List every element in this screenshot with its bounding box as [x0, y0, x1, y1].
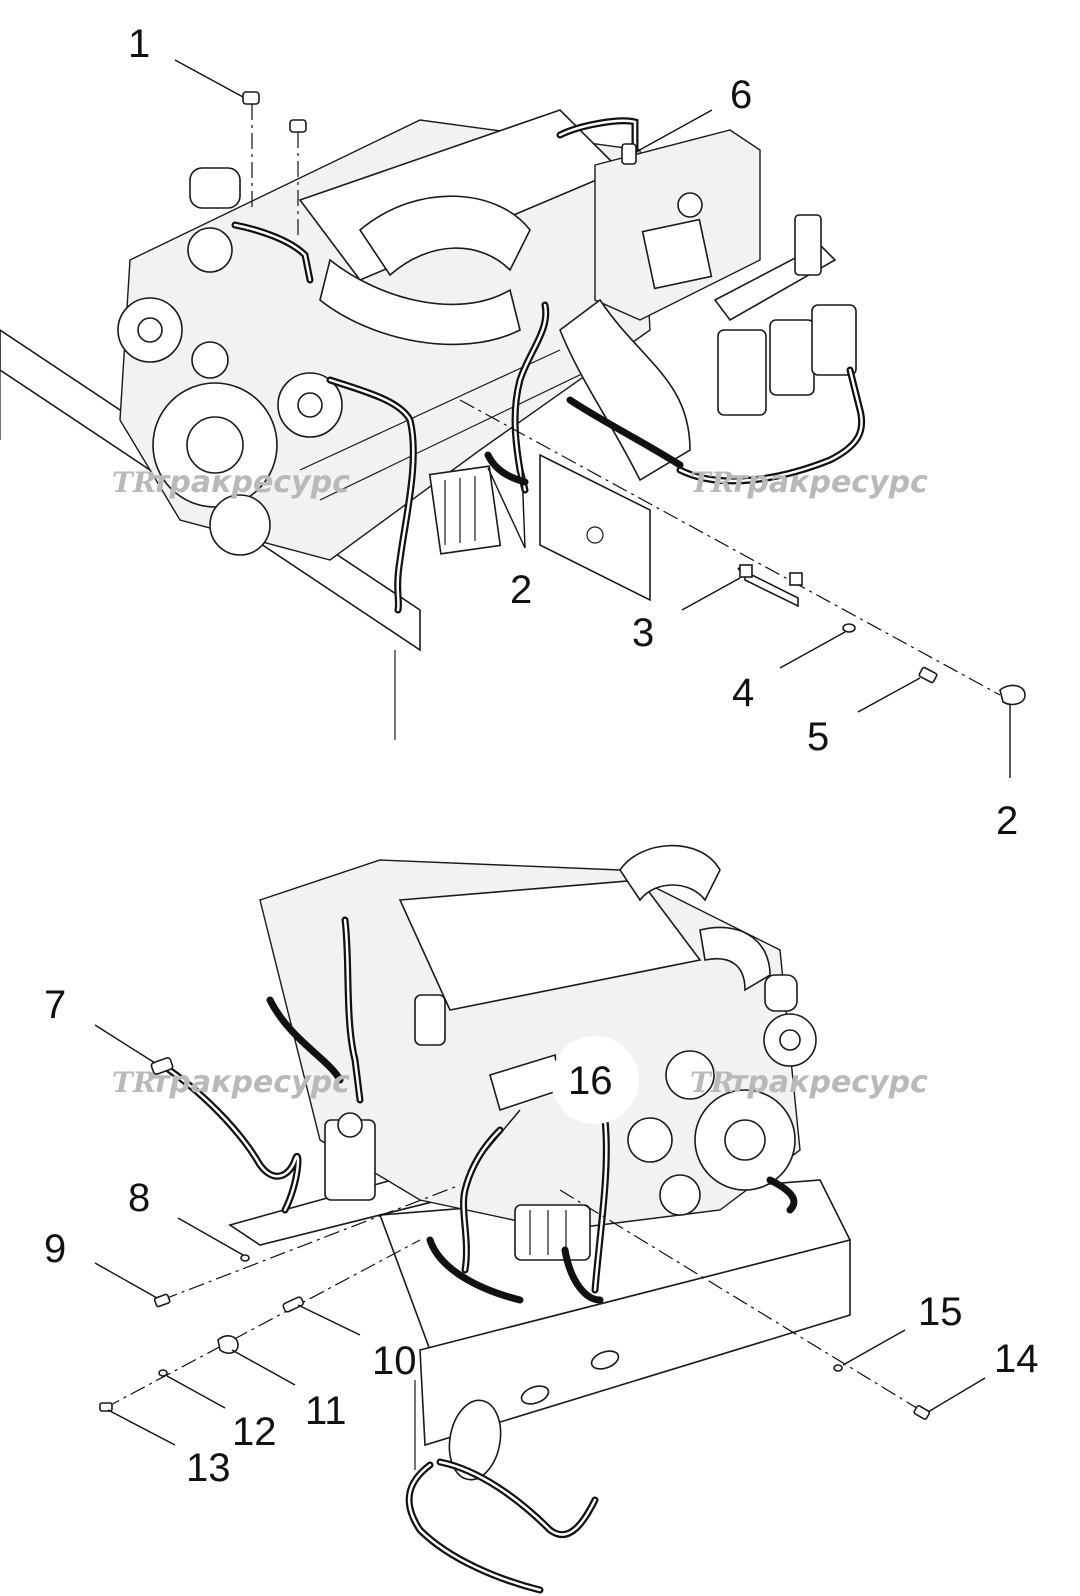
- svg-text:2: 2: [996, 799, 1018, 843]
- svg-text:10: 10: [372, 1339, 417, 1383]
- svg-text:2: 2: [510, 568, 532, 612]
- lower-hoses: [158, 916, 798, 1594]
- lower-turbo-pipes: [619, 844, 798, 1012]
- upper-fuel-filters: [713, 214, 857, 416]
- callout-14: 14: [927, 1337, 1039, 1413]
- svg-text:TR: TR: [112, 466, 156, 499]
- callout-1: 1: [128, 22, 244, 98]
- lower-loose-parts: [99, 1056, 931, 1420]
- svg-text:11: 11: [305, 1389, 347, 1433]
- upper-front-pulleys: [117, 297, 343, 556]
- callout-9: 9: [44, 1227, 158, 1299]
- upper-transmission-block: [559, 129, 761, 482]
- svg-text:7: 7: [44, 983, 66, 1027]
- svg-text:тракресурс: тракресурс: [152, 1065, 350, 1100]
- callout-7: 7: [44, 983, 156, 1064]
- svg-text:15: 15: [918, 1290, 963, 1334]
- callout-8: 8: [128, 1176, 244, 1256]
- callout-10: 10: [297, 1304, 417, 1383]
- callout-2-bottom: 2: [996, 705, 1018, 843]
- upper-hoses: [231, 117, 866, 614]
- svg-text:9: 9: [44, 1227, 66, 1271]
- callout-2-top: 2: [487, 467, 532, 612]
- callout-5: 5: [807, 677, 921, 759]
- svg-text:16: 16: [568, 1059, 613, 1103]
- svg-text:тракресурс: тракресурс: [730, 465, 928, 500]
- lower-engine-block: [259, 859, 801, 1261]
- svg-text:13: 13: [186, 1446, 231, 1490]
- watermark-bottom-left: TR тракресурс: [112, 1065, 350, 1100]
- callout-11: 11: [231, 1349, 347, 1433]
- watermark-bottom-right: TR тракресурс: [690, 1065, 928, 1100]
- upper-engine-assembly: [0, 91, 1026, 740]
- callout-12: 12: [166, 1375, 277, 1454]
- svg-text:5: 5: [807, 715, 829, 759]
- callout-13: 13: [107, 1409, 231, 1490]
- svg-text:4: 4: [732, 671, 754, 715]
- callout-4: 4: [732, 631, 846, 715]
- svg-text:6: 6: [730, 73, 752, 117]
- svg-text:TR: TR: [690, 1066, 734, 1099]
- callout-16: 16: [551, 1036, 639, 1124]
- lower-front-pulleys: [627, 1013, 817, 1216]
- callout-6: 6: [635, 73, 752, 153]
- callout-15: 15: [842, 1290, 963, 1366]
- watermark-top-left: TR тракресурс: [112, 465, 350, 500]
- upper-loose-parts: [242, 91, 1026, 706]
- svg-text:1: 1: [128, 22, 150, 66]
- callout-3: 3: [632, 577, 741, 655]
- svg-text:TR: TR: [112, 1066, 156, 1099]
- svg-text:8: 8: [128, 1176, 150, 1220]
- lower-engine-assembly: [99, 844, 931, 1594]
- svg-text:тракресурс: тракресурс: [730, 1065, 928, 1100]
- svg-text:12: 12: [232, 1410, 277, 1454]
- svg-text:тракресурс: тракресурс: [152, 465, 350, 500]
- svg-text:TR: TR: [690, 466, 734, 499]
- svg-text:3: 3: [632, 611, 654, 655]
- svg-text:14: 14: [994, 1337, 1039, 1381]
- watermark-top-right: TR тракресурс: [690, 465, 928, 500]
